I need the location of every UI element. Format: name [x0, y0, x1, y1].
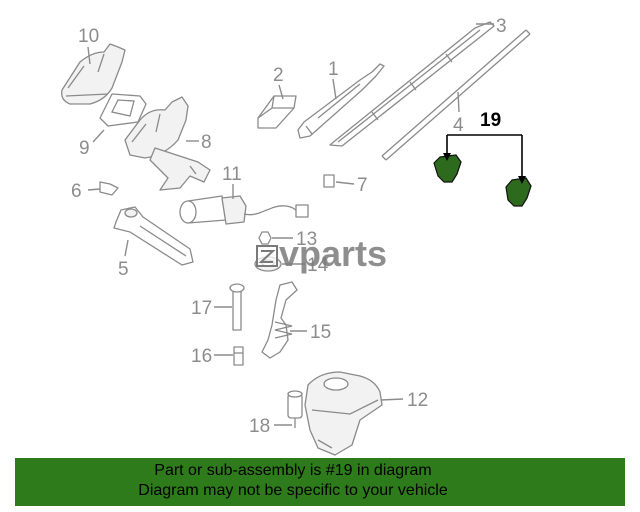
reservoir-filler-neck [323, 377, 349, 391]
arm-shape [113, 206, 194, 266]
part-19-washer-nozzles [433, 154, 532, 207]
part-12-reservoir [304, 371, 383, 456]
part-2-cover [257, 95, 297, 129]
callout-9: 9 [79, 138, 90, 159]
cover-detail [257, 95, 294, 119]
motor-endcap [179, 200, 197, 224]
leader-line-5 [124, 239, 129, 257]
part-9-pad [99, 93, 147, 127]
watermark-logo: vparts [256, 233, 387, 274]
motor-cable [243, 205, 299, 216]
part-1-wiper-arm [297, 63, 385, 139]
part-6-clip [99, 181, 119, 196]
housing-detail [131, 113, 197, 175]
callout-7: 7 [357, 175, 368, 196]
bracket-spring [274, 321, 293, 339]
callout-10: 10 [78, 26, 99, 47]
callout-13: 13 [296, 229, 317, 250]
callout-18: 18 [249, 416, 270, 437]
banner-line-2: Diagram may not be specific to your vehi… [138, 482, 448, 499]
parts-diagram: 10 2 1 3 4 19 8 9 11 7 6 13 14 5 17 15 1… [61, 16, 532, 456]
motor-plug [295, 204, 309, 218]
callout-5: 5 [118, 259, 129, 280]
leader-line-12 [380, 398, 404, 401]
callout-11: 11 [222, 164, 242, 185]
part-18-pump [287, 390, 303, 428]
pump-top [287, 390, 303, 398]
leader-line-1 [332, 78, 337, 100]
part-16-connector [233, 346, 244, 366]
leader-line-10 [87, 46, 91, 65]
cover-shape [257, 95, 297, 129]
leader-line-9 [92, 129, 105, 143]
motor-cover-shape [61, 43, 126, 105]
leader-line-7 [335, 181, 355, 185]
callout-19-bracket [443, 134, 526, 184]
pad-shape [99, 93, 147, 127]
callout-labels: 10 2 1 3 4 19 8 9 11 7 6 13 14 5 17 15 1… [71, 16, 507, 437]
leader-line-6 [87, 188, 101, 191]
info-banner: Part or sub-assembly is #19 in diagram D… [15, 458, 625, 506]
washer-nozzle-right [505, 177, 532, 207]
callout-4: 4 [453, 115, 464, 136]
leader-line-4 [457, 91, 460, 113]
part-11-wiper-motor [179, 195, 309, 225]
part-7-clip [323, 174, 335, 188]
clip-7-shape [323, 174, 335, 188]
callout-15: 15 [310, 322, 331, 343]
wiper-arm-shape [297, 63, 385, 139]
callout-17: 17 [191, 298, 212, 319]
blade-detail [337, 29, 481, 143]
callout-6: 6 [71, 181, 82, 202]
callout-1: 1 [328, 59, 339, 80]
bolt-head [229, 283, 245, 293]
pad-detail [111, 99, 135, 117]
wiper-arm-detail [305, 83, 361, 135]
reservoir-detail [311, 399, 379, 449]
callout-3: 3 [496, 16, 507, 37]
part-8-motor-housing [124, 96, 211, 191]
part-5-arm [113, 206, 194, 266]
part-10-motor-cover [61, 43, 126, 105]
motor-cover-detail [65, 53, 109, 97]
motor-gearbox [221, 195, 247, 225]
bracket-shape [261, 281, 298, 359]
part-17-bolt [229, 283, 245, 331]
watermark-text: vparts [279, 233, 387, 274]
part-15-bracket [261, 281, 298, 359]
watermark-box-glyph [258, 250, 276, 263]
part-13-nut [258, 231, 272, 245]
connector-shape [233, 346, 244, 366]
callout-19-right-arrow [518, 176, 526, 184]
callout-8: 8 [201, 132, 212, 153]
clip-shape [99, 181, 119, 196]
nut-shape [258, 231, 272, 245]
bolt-shank [232, 289, 242, 331]
callout-2: 2 [273, 65, 284, 86]
arm-detail [139, 225, 187, 257]
callout-19-left-arrow [443, 153, 451, 161]
banner-line-1: Part or sub-assembly is #19 in diagram [154, 462, 432, 479]
arm-knob [124, 208, 138, 218]
callout-16: 16 [191, 346, 212, 367]
linkage-shape [149, 147, 211, 191]
leader-line-2 [278, 84, 284, 100]
callout-12: 12 [407, 390, 428, 411]
leader-lines [87, 23, 494, 426]
callout-14: 14 [307, 255, 329, 276]
callout-19: 19 [480, 110, 501, 131]
